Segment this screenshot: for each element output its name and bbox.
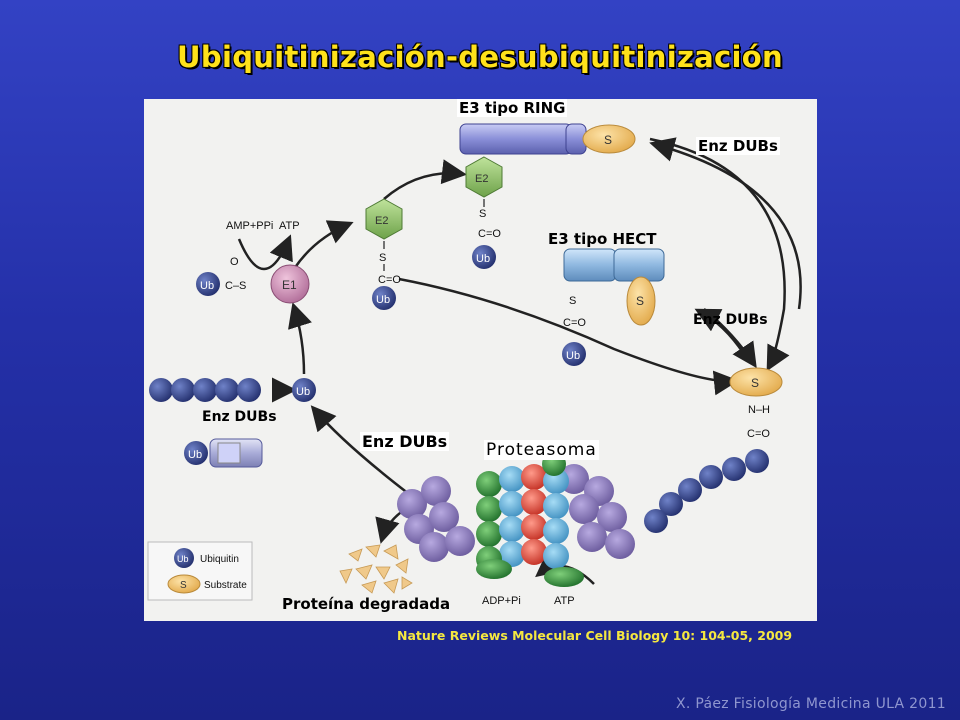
label-enz-dubs-right: Enz DUBs: [693, 312, 768, 328]
e3-ring-enzyme: [459, 123, 573, 155]
e1-label: E1: [282, 278, 297, 292]
legend: Ub Ubiquitin S Substrate: [147, 541, 253, 601]
sulfur-label: S: [479, 208, 486, 220]
s-label: S: [180, 580, 187, 591]
carbonyl-label: C=O: [478, 228, 501, 240]
carbonyl-label: C=O: [747, 428, 770, 440]
thioester-row: C–S: [225, 280, 246, 292]
ubiquitin-dub: [184, 441, 208, 465]
e2-label: E2: [375, 215, 388, 227]
substrate-ring: [582, 124, 636, 154]
e3-hect-cap: [613, 248, 665, 282]
e2-enzyme-ring: [465, 156, 503, 198]
s-label: S: [751, 376, 759, 390]
carbonyl-label: C=O: [563, 317, 586, 329]
atp-text-proteasome: ATP: [554, 595, 575, 607]
label-e3-ring: E3 tipo RING: [457, 99, 568, 117]
ubiquitin-e2-ring: [472, 245, 496, 269]
label-enz-dubs-left: Enz DUBs: [202, 409, 277, 425]
legend-substrate-label: Substrate: [204, 580, 247, 591]
ub-label: Ub: [188, 449, 202, 461]
ub-label: Ub: [476, 253, 490, 265]
ubiquitin-e1-bound: [196, 272, 220, 296]
ub-label: Ub: [376, 294, 390, 306]
citation: Nature Reviews Molecular Cell Biology 10…: [397, 628, 793, 643]
s-label: S: [604, 133, 612, 147]
free-ubiquitin: [292, 378, 316, 402]
e2-label: E2: [475, 173, 488, 185]
substrate-main: [729, 367, 783, 397]
sulfur-label: S: [569, 295, 576, 307]
slide-title: Ubiquitinización-desubiquitinización: [177, 40, 783, 74]
ubiquitin-e2-left: [372, 286, 396, 310]
label-proteina-degradada: Proteína degradada: [282, 595, 451, 613]
e3-hect-enzyme: [563, 248, 617, 282]
nh-label: N–H: [748, 404, 770, 416]
footer-credit: X. Páez Fisiología Medicina ULA 2011: [675, 696, 946, 712]
label-e3-hect: E3 tipo HECT: [548, 230, 657, 248]
label-enz-dubs-top: Enz DUBs: [696, 137, 780, 155]
degraded-fragments: [339, 544, 413, 594]
e2-enzyme-left: [365, 198, 403, 240]
polyubiquitin-chain: [644, 449, 769, 533]
thioester-o: O: [230, 256, 239, 268]
dub-window: [217, 442, 241, 464]
ub-label: Ub: [177, 554, 189, 564]
atp-text: ATP: [279, 220, 300, 232]
label-proteasoma: Proteasoma: [484, 440, 599, 460]
proteasome: [397, 452, 635, 587]
legend-ubiquitin-swatch: [174, 548, 194, 568]
e1-enzyme: [270, 264, 310, 304]
ubiquitination-diagram: AMP+PPi ATP Ub C–S O E1 E2 S C=O Ub S E2…: [147, 123, 802, 607]
amp-ppi-text: AMP+PPi: [226, 220, 273, 232]
carbonyl-label: C=O: [378, 274, 401, 286]
sulfur-label: S: [379, 252, 386, 264]
ub-label: Ub: [566, 350, 580, 362]
label-enz-dubs-center: Enz DUBs: [360, 432, 450, 451]
ub-label: Ub: [200, 280, 214, 292]
diagram-panel: AMP+PPi ATP Ub C–S O E1 E2 S C=O Ub S E2…: [144, 99, 817, 621]
ubiquitin-hect: [562, 342, 586, 366]
substrate-hect: [626, 276, 656, 326]
legend-substrate-swatch: [167, 574, 201, 594]
s-label: S: [636, 294, 644, 308]
adp-pi-text: ADP+Pi: [482, 595, 521, 607]
cycle-arrows: [237, 137, 802, 585]
ub-label: Ub: [296, 386, 310, 398]
free-polyubiquitin-chain: [149, 378, 261, 402]
legend-ubiquitin-label: Ubiquitin: [200, 554, 239, 565]
